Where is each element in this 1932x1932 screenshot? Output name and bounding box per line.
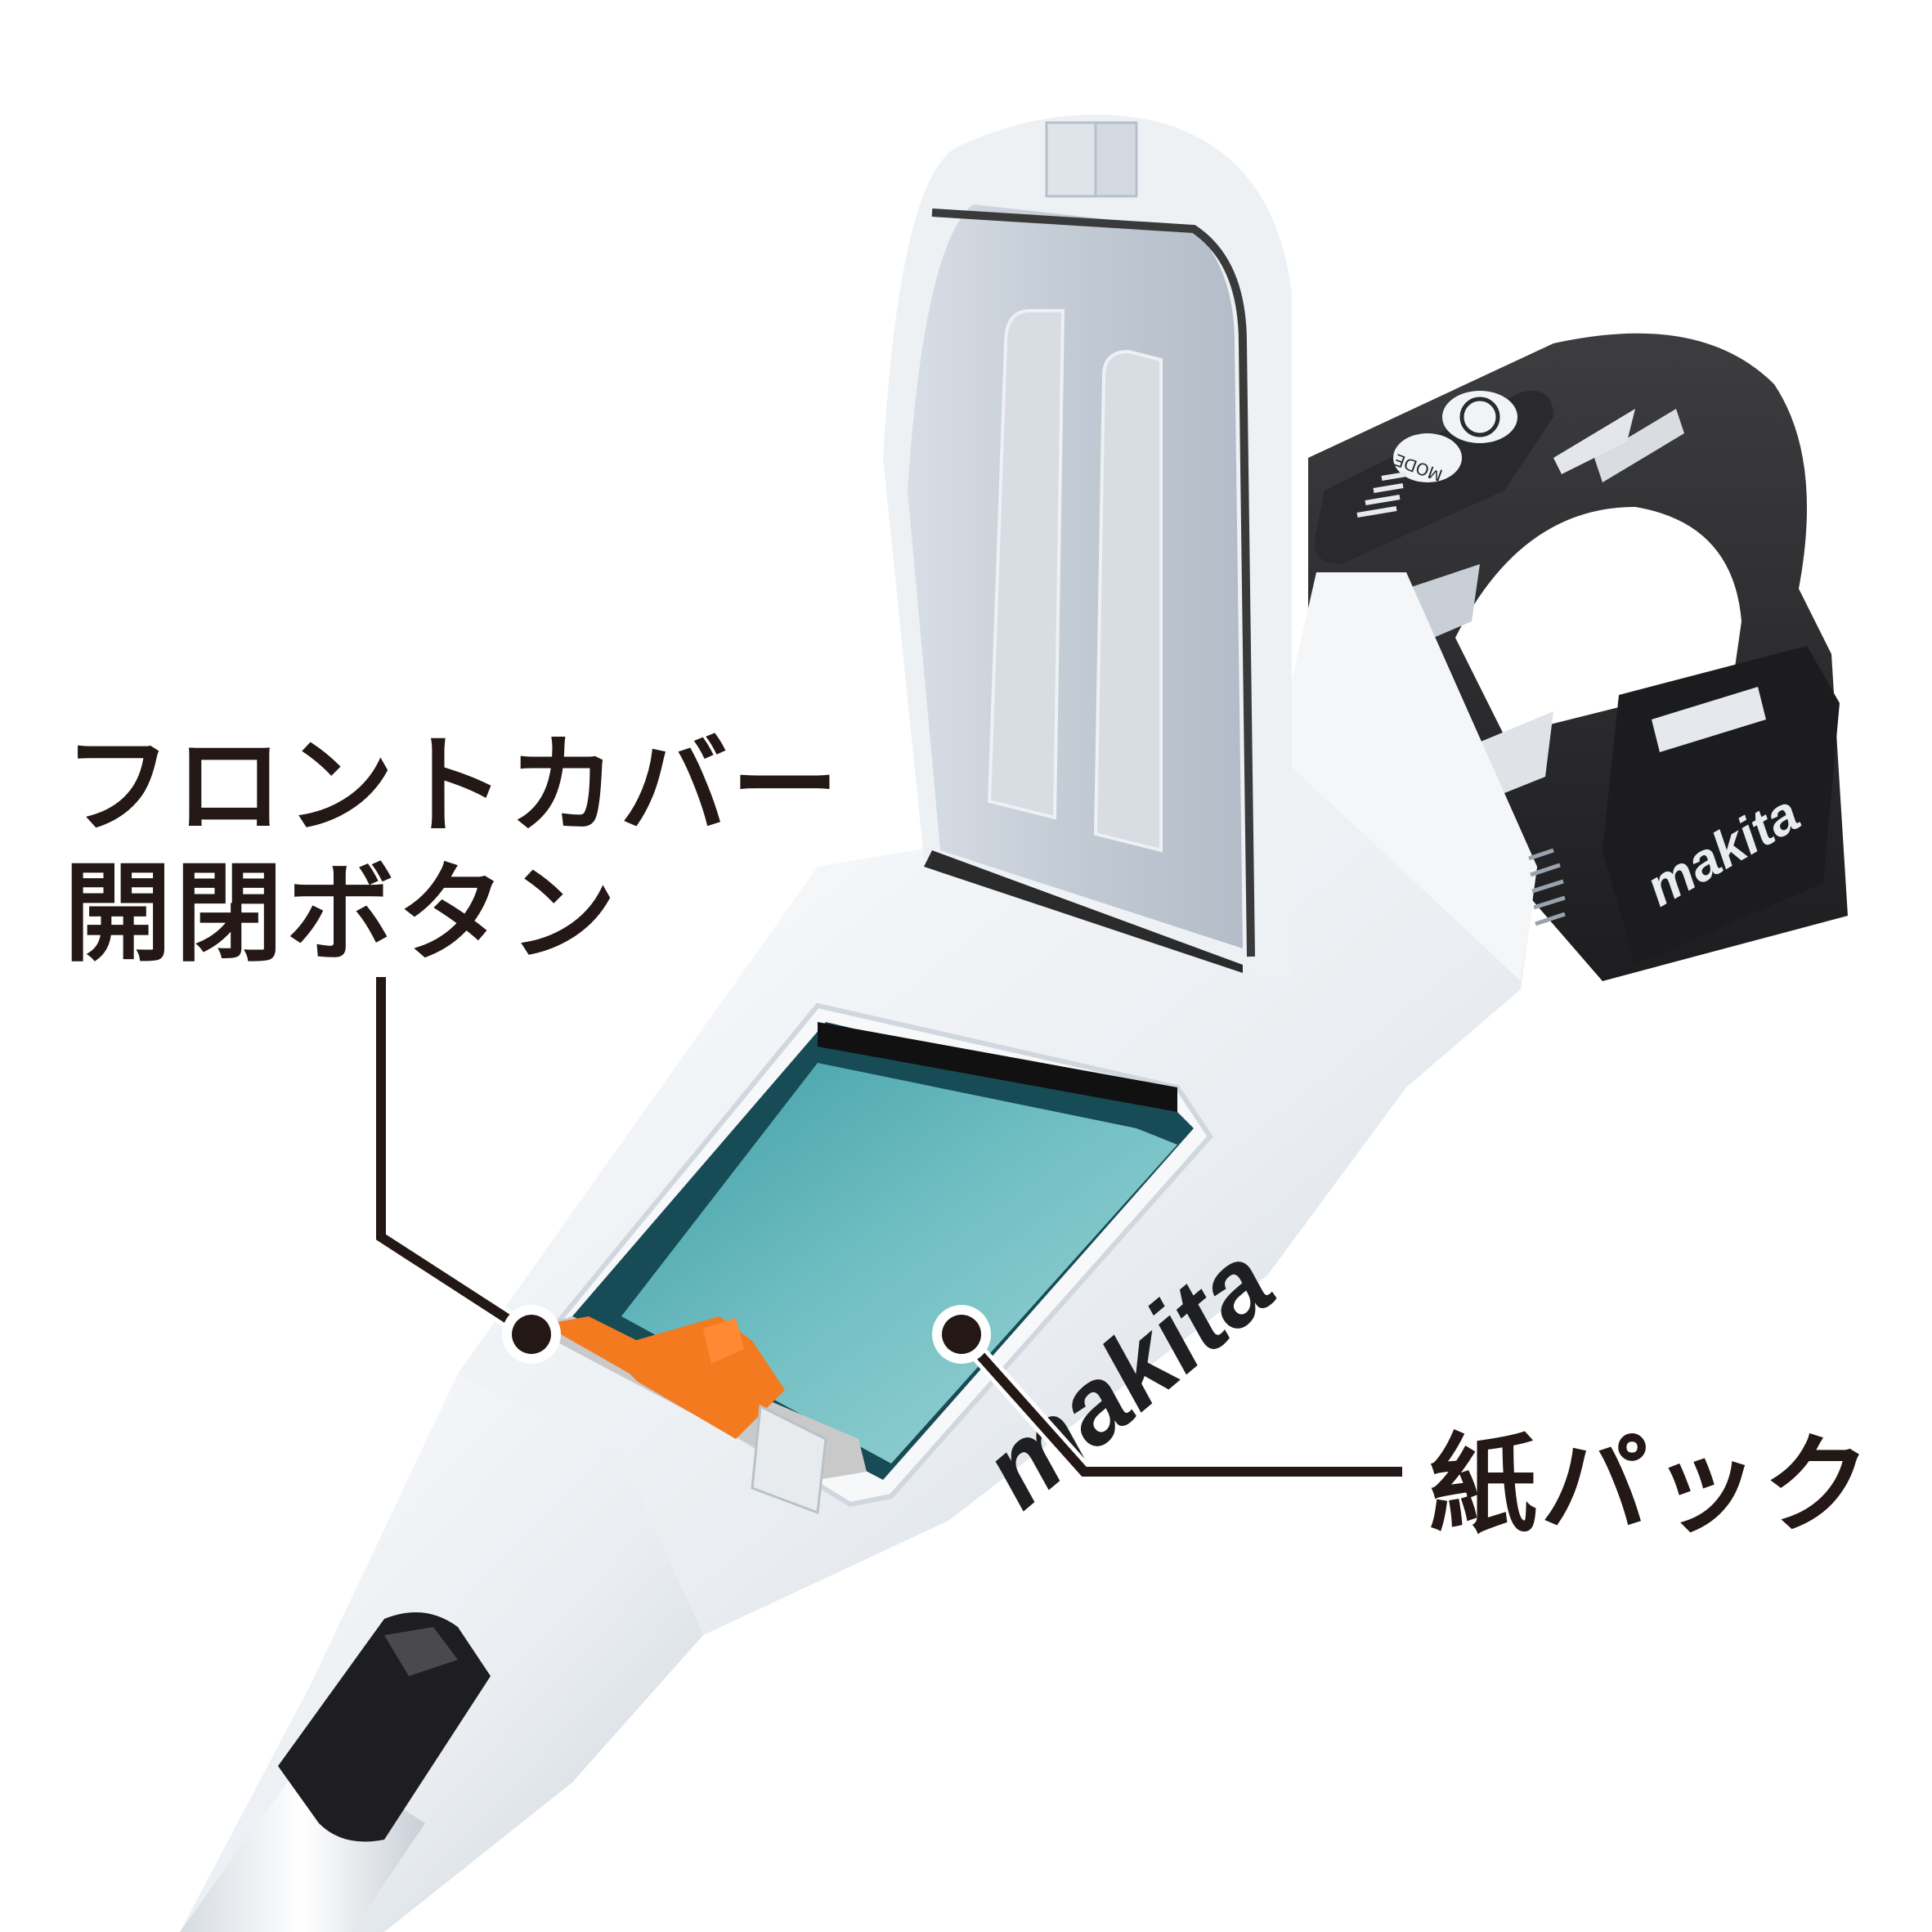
level-indicator (1356, 472, 1407, 518)
callout-line-1: フロントカバー (64, 724, 842, 849)
control-panel: MODE (1315, 391, 1553, 564)
front-cover-open (883, 114, 1292, 981)
vent-slits (1528, 848, 1566, 926)
callout-line-1: 紙パック (1429, 1423, 1874, 1549)
latch-mechanism (531, 1316, 867, 1515)
power-button (1442, 391, 1517, 443)
pipe-release-button (278, 1612, 491, 1842)
extension-pipe (180, 1374, 703, 1932)
power-icon (1459, 397, 1500, 437)
callout-label-front-cover-button: フロントカバー 開閉ボタン (64, 724, 842, 979)
callout-label-paper-bag: 紙パック (1429, 1423, 1874, 1550)
mode-button (1393, 433, 1462, 482)
callout-line-2: 開閉ボタン (64, 850, 620, 977)
battery-pack: makita (1603, 646, 1840, 965)
